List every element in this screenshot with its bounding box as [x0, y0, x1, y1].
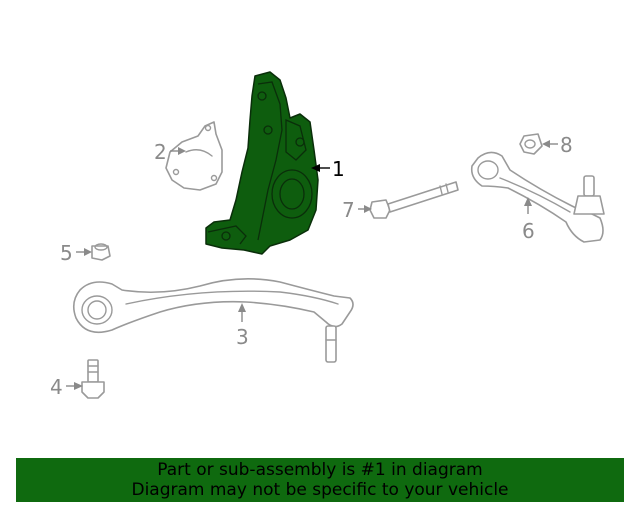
- callout-1: 1: [311, 157, 345, 181]
- steering-knuckle-part-1[interactable]: [205, 71, 319, 255]
- svg-text:5: 5: [60, 241, 73, 265]
- banner-line-2: Diagram may not be specific to your vehi…: [131, 480, 509, 500]
- svg-text:1: 1: [332, 157, 345, 181]
- part-info-banner: Part or sub-assembly is #1 in diagram Di…: [16, 458, 624, 502]
- callout-5: 5: [60, 241, 92, 265]
- bolt-part-4[interactable]: [81, 359, 105, 399]
- svg-text:6: 6: [522, 219, 535, 243]
- nut-part-8[interactable]: [519, 133, 543, 155]
- svg-text:4: 4: [50, 375, 63, 399]
- banner-line-1: Part or sub-assembly is #1 in diagram: [157, 460, 483, 480]
- dust-shield-part-2[interactable]: [165, 121, 223, 191]
- lower-control-arm-part-3[interactable]: [72, 278, 354, 363]
- callout-7: 7: [342, 198, 372, 222]
- callout-4: 4: [50, 375, 83, 399]
- svg-text:8: 8: [560, 133, 573, 157]
- long-bolt-part-7[interactable]: [369, 181, 459, 219]
- callout-3: 3: [236, 303, 249, 349]
- upper-control-arm-part-6[interactable]: [470, 151, 605, 243]
- svg-text:7: 7: [342, 198, 355, 222]
- callout-2: 2: [154, 140, 186, 164]
- svg-text:3: 3: [236, 325, 249, 349]
- callout-6: 6: [522, 197, 535, 243]
- svg-text:2: 2: [154, 140, 167, 164]
- callout-8: 8: [542, 133, 573, 157]
- parts-diagram: 1 2 3 4: [50, 71, 605, 399]
- nut-part-5[interactable]: [91, 243, 111, 261]
